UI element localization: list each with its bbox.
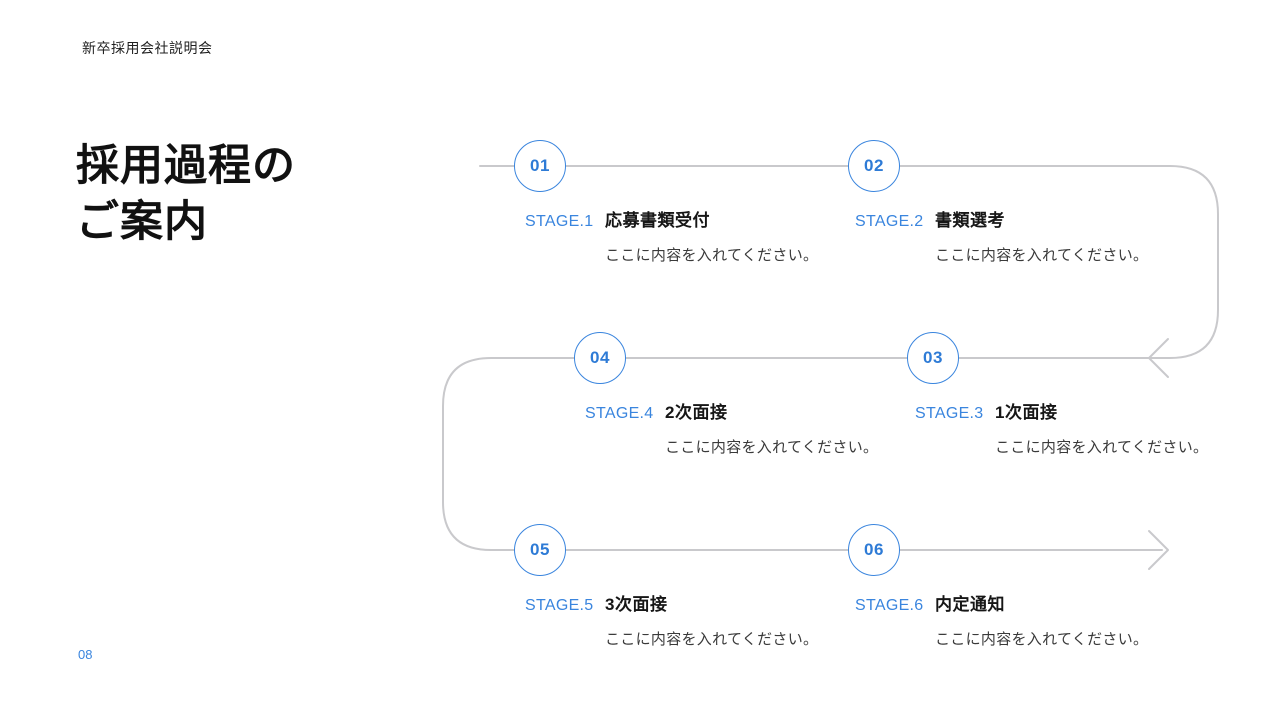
stage-5-description: ここに内容を入れてください。 [605, 631, 819, 648]
stage-4-number-badge: 04 [574, 332, 626, 384]
stage-3-number-badge: 03 [907, 332, 959, 384]
stage-2-block: STAGE.2 書類選考 ここに内容を入れてください。 [855, 206, 1148, 265]
stage-6-block: STAGE.6 内定通知 ここに内容を入れてください。 [855, 590, 1148, 649]
stage-1-title: 応募書類受付 [605, 211, 710, 230]
stage-4-block: STAGE.4 2次面接 ここに内容を入れてください。 [585, 398, 878, 457]
stage-5-block: STAGE.5 3次面接 ここに内容を入れてください。 [525, 590, 818, 649]
stage-2-number-badge: 02 [848, 140, 900, 192]
title-line-1: 採用過程の [76, 142, 296, 190]
title-line-2: ご案内 [76, 198, 208, 246]
stage-6-description: ここに内容を入れてください。 [935, 631, 1149, 648]
stage-6-title: 内定通知 [935, 595, 1005, 614]
arrowhead-right-icon [1148, 530, 1169, 570]
stage-6-number-badge: 06 [848, 524, 900, 576]
stage-1-block: STAGE.1 応募書類受付 ここに内容を入れてください。 [525, 206, 818, 265]
stage-3-block: STAGE.3 1次面接 ここに内容を入れてください。 [915, 398, 1208, 457]
stage-5-title: 3次面接 [605, 595, 668, 614]
stage-3-title: 1次面接 [995, 403, 1058, 422]
stage-1-description: ここに内容を入れてください。 [605, 247, 819, 264]
stage-4-description: ここに内容を入れてください。 [665, 439, 879, 456]
stage-2-title: 書類選考 [935, 211, 1005, 230]
stage-3-description: ここに内容を入れてください。 [995, 439, 1209, 456]
stage-1-number-badge: 01 [514, 140, 566, 192]
stage-5-label: STAGE.5 [525, 597, 594, 614]
snake-flow-line [442, 165, 1219, 551]
stage-2-label: STAGE.2 [855, 213, 924, 230]
page-number: 08 [78, 647, 93, 662]
slide-header: 新卒採用会社説明会 [82, 40, 213, 56]
stage-2-description: ここに内容を入れてください。 [935, 247, 1149, 264]
page-title: 採用過程のご案内 [76, 138, 296, 250]
arrowhead-left-icon [1148, 338, 1169, 378]
stage-4-label: STAGE.4 [585, 405, 654, 422]
stage-5-number-badge: 05 [514, 524, 566, 576]
stage-1-label: STAGE.1 [525, 213, 594, 230]
stage-4-title: 2次面接 [665, 403, 728, 422]
stage-3-label: STAGE.3 [915, 405, 984, 422]
stage-6-label: STAGE.6 [855, 597, 924, 614]
